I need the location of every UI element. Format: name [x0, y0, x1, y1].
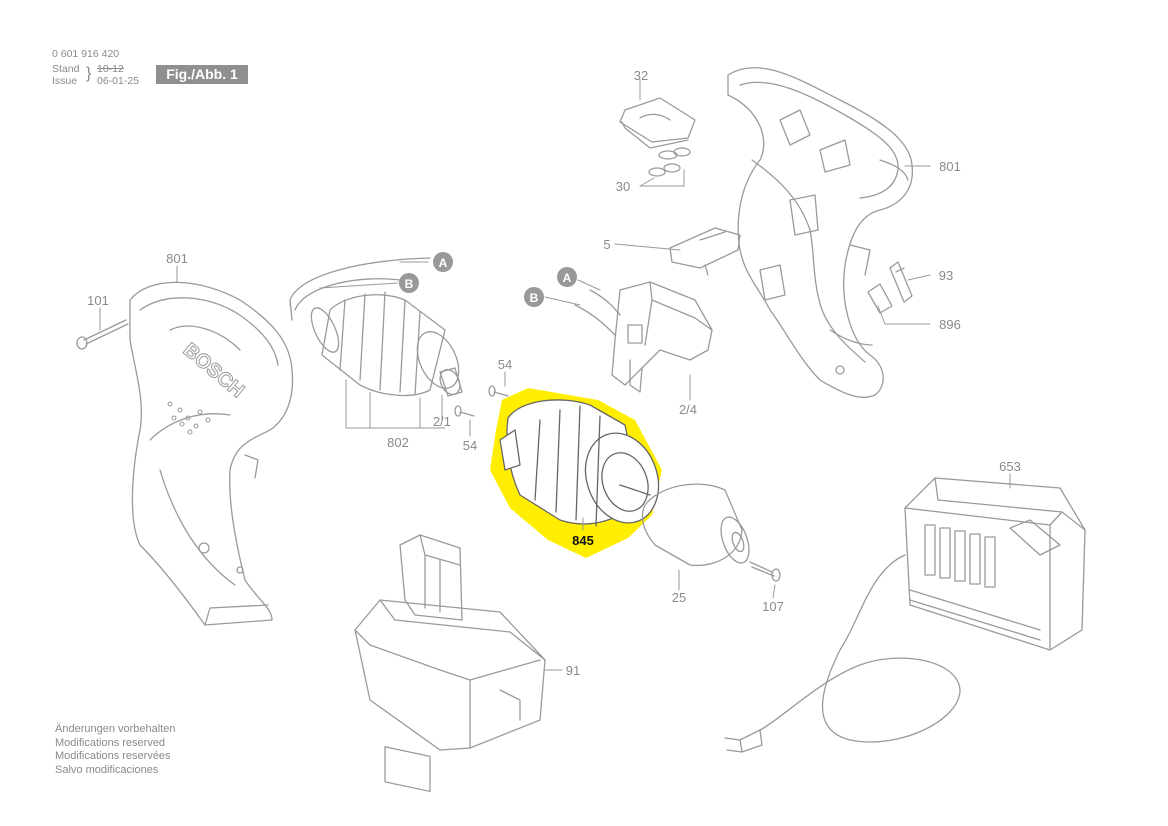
- label-54-bottom: 54: [463, 438, 477, 453]
- label-2-4: 2/4: [679, 402, 697, 417]
- part-107-screw: [749, 561, 781, 582]
- svg-text:A: A: [563, 271, 572, 285]
- part-101-screw: [76, 319, 129, 350]
- part-54-screw-top: [488, 385, 509, 397]
- housing-shell-right: [727, 67, 914, 398]
- connector-b-switch: B: [524, 287, 544, 307]
- note-de: Änderungen vorbehalten: [55, 723, 176, 735]
- note-fr: Modifications reservées: [55, 750, 171, 762]
- connector-a-top: A: [433, 252, 453, 272]
- figure-label: Fig./Abb. 1: [156, 65, 248, 84]
- label-845: 845: [572, 533, 594, 548]
- label-896: 896: [939, 317, 961, 332]
- leader-lines: [99, 79, 1011, 671]
- label-91: 91: [566, 663, 580, 678]
- connector-a-switch: A: [557, 267, 577, 287]
- part-25-chuck: [641, 483, 750, 567]
- label-802: 802: [387, 435, 409, 450]
- note-en: Modifications reserved: [55, 736, 166, 749]
- label-32: 32: [634, 68, 648, 83]
- label-54-top: 54: [498, 357, 512, 372]
- footer-notes: Änderungen vorbehalten Modifications res…: [55, 723, 175, 777]
- housing-shell-left: [129, 281, 294, 626]
- label-30: 30: [616, 179, 630, 194]
- part-653-charger: [724, 477, 1086, 753]
- part-802-motor: [289, 257, 460, 397]
- part-2-1-pinion: [439, 367, 463, 397]
- issue-label: Issue: [52, 75, 78, 87]
- part-30-springs: [648, 147, 691, 177]
- brace-glyph: }: [86, 65, 92, 82]
- label-25: 25: [672, 590, 686, 605]
- part-896-bit-holder: [867, 283, 893, 314]
- part-845-gearbox: [499, 399, 660, 527]
- note-es: Salvo modificaciones: [55, 763, 159, 776]
- label-801-right: 801: [939, 159, 961, 174]
- label-107: 107: [762, 599, 784, 614]
- label-801-left: 801: [166, 251, 188, 266]
- stand-label: Stand: [52, 63, 80, 75]
- part-5-switch-lever: [669, 227, 741, 276]
- part-93-bit: [889, 261, 913, 303]
- svg-text:B: B: [405, 277, 414, 291]
- label-93: 93: [939, 268, 953, 283]
- part-2-4-switch-module: [574, 281, 713, 393]
- label-5: 5: [603, 237, 610, 252]
- issue-date: 06-01-25: [97, 75, 140, 87]
- label-2-1: 2/1: [433, 414, 451, 429]
- label-101: 101: [87, 293, 109, 308]
- stand-date: 10-12: [97, 63, 124, 75]
- connector-b-top: B: [399, 273, 419, 293]
- label-653: 653: [999, 459, 1021, 474]
- part-54-screw-bottom: [454, 405, 475, 417]
- part-32-switch-cover: [619, 97, 696, 149]
- part-91-battery: [354, 534, 546, 793]
- svg-text:B: B: [530, 291, 539, 305]
- svg-text:A: A: [439, 256, 448, 270]
- part-number: 0 601 916 420: [52, 48, 120, 60]
